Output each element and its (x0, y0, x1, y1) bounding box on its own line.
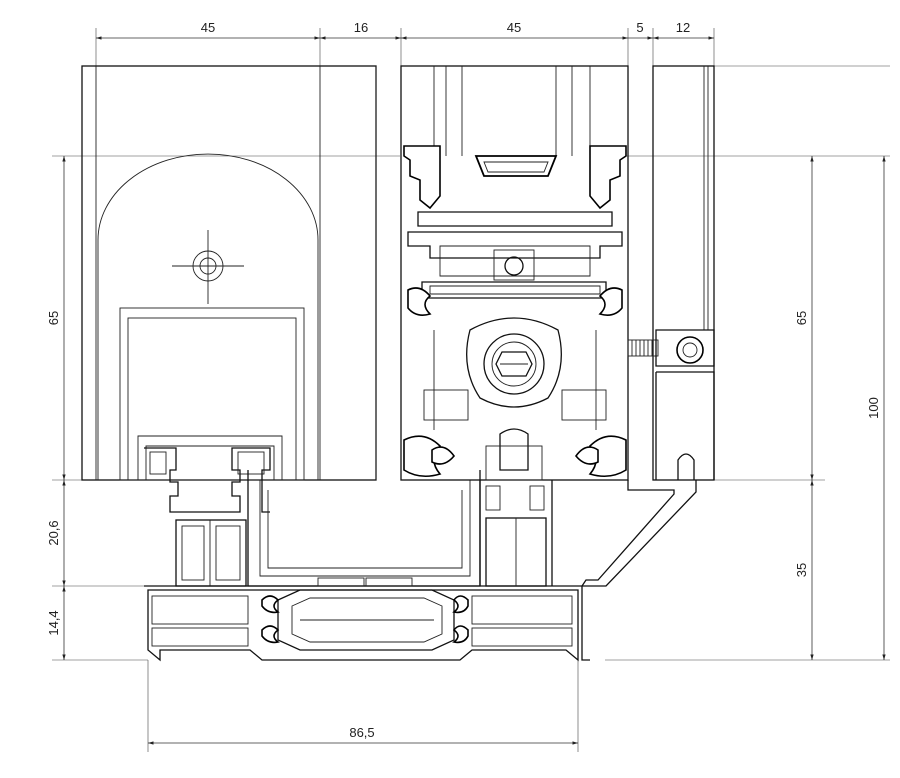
bottom-sill (147, 589, 579, 662)
left-dimension-chain: 65 20,6 14,4 (46, 155, 400, 661)
bottom-dimension: 86,5 (147, 660, 579, 752)
frame-profile-right (479, 480, 553, 587)
frame-profile-left (144, 447, 580, 587)
top-dimension-chain: 45 16 45 5 12 (95, 20, 715, 66)
dim-top-3: 45 (507, 20, 521, 35)
dim-left-mid: 20,6 (46, 520, 61, 545)
dim-right-outer: 100 (866, 397, 881, 419)
dim-top-4: 5 (636, 20, 643, 35)
dim-left-upper: 65 (46, 311, 61, 325)
dim-right-inner-lower: 35 (794, 563, 809, 577)
right-sash-section (400, 65, 629, 481)
right-dimension-chain: 65 35 100 (605, 65, 890, 661)
dim-top-1: 45 (201, 20, 215, 35)
outer-frame-drip (580, 65, 715, 661)
dim-top-5: 12 (676, 20, 690, 35)
dim-bottom: 86,5 (349, 725, 374, 740)
dim-right-inner-upper: 65 (794, 311, 809, 325)
left-leaf-section (81, 65, 377, 481)
central-u-channel (247, 470, 481, 587)
dim-left-lower: 14,4 (46, 610, 61, 635)
dim-top-2: 16 (354, 20, 368, 35)
